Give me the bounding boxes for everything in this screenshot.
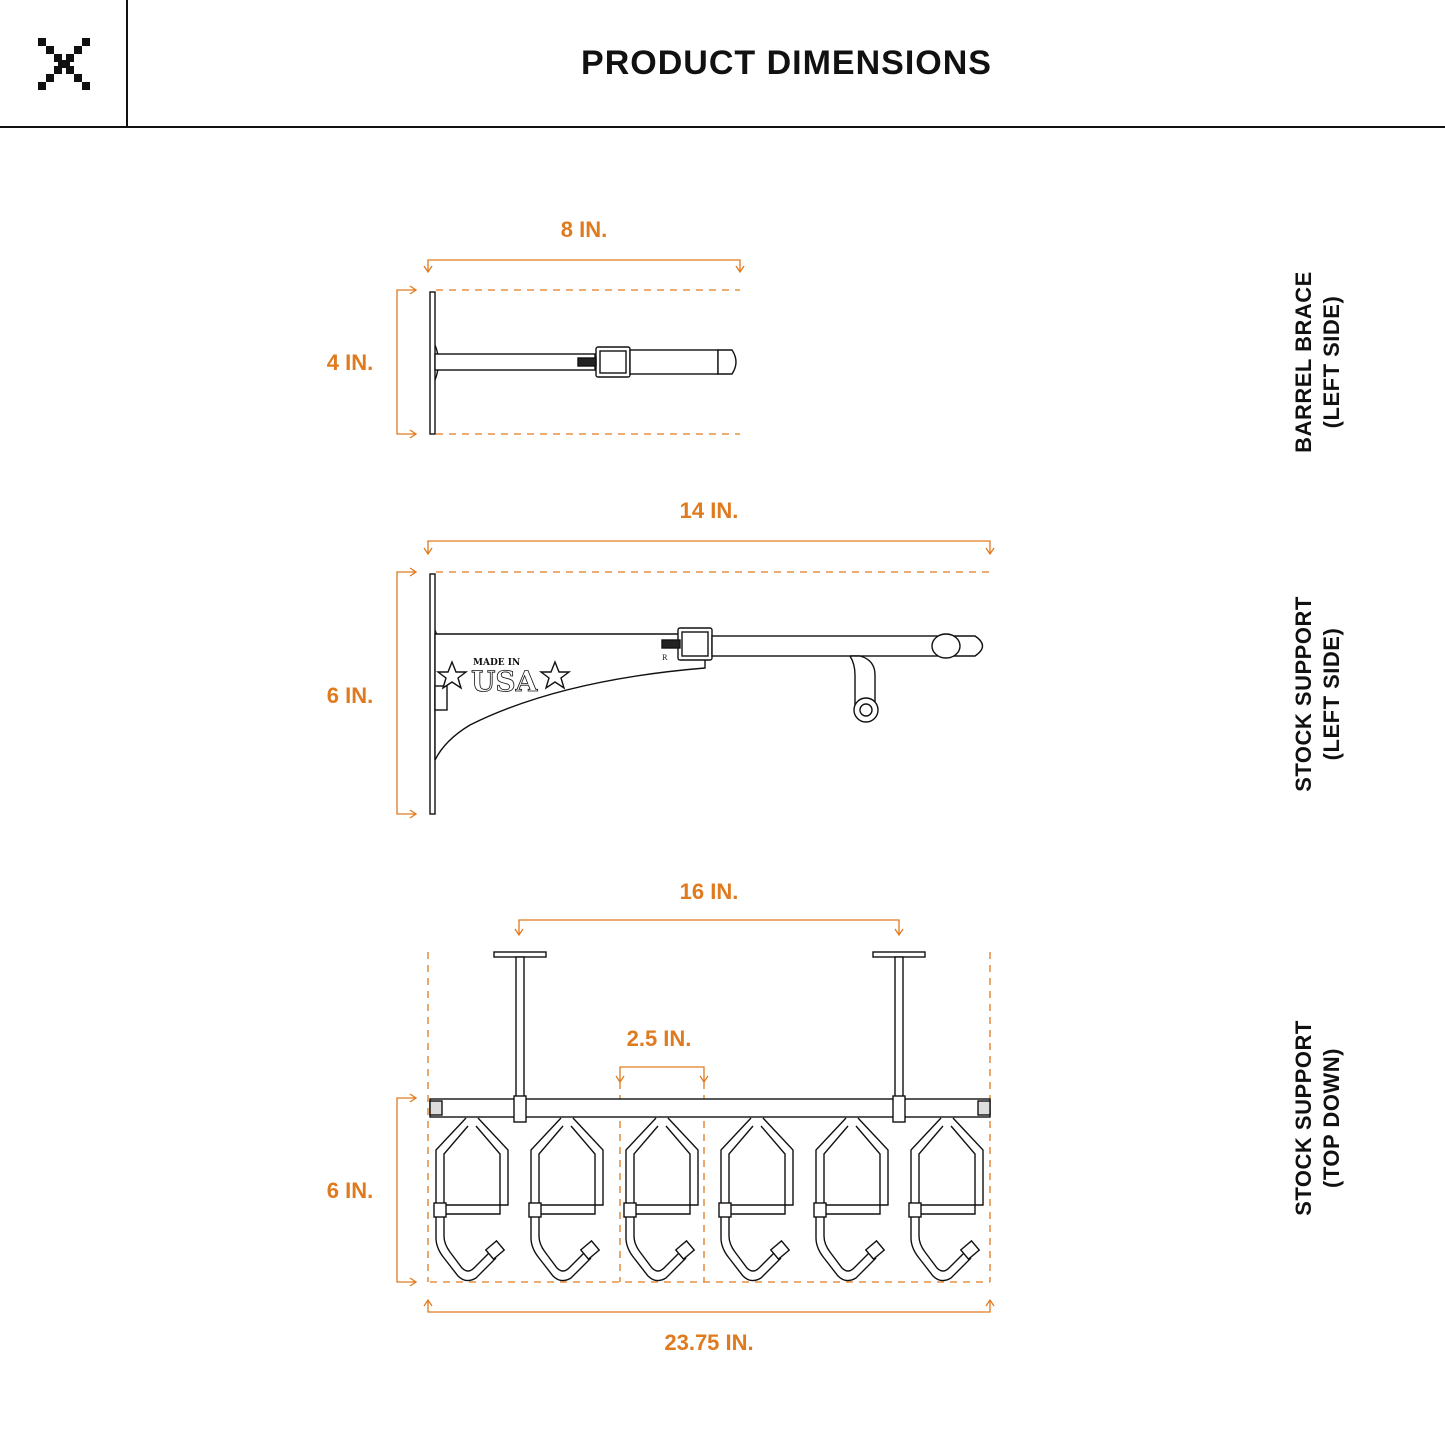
view-label-stock-side-line2: (LEFT SIDE) <box>1319 627 1344 761</box>
dim-stock-top-height: 6 IN. <box>327 1178 373 1203</box>
hook-outer-3 <box>625 1117 699 1282</box>
hook-inner-4 <box>725 1125 786 1272</box>
hook-inner-3 <box>630 1125 691 1272</box>
hook-tip-1 <box>484 1239 506 1261</box>
stock-top-drawing <box>429 951 991 1123</box>
header: PRODUCT DIMENSIONS <box>0 0 1445 128</box>
hook-outer-4 <box>720 1117 794 1282</box>
hook-inner-1 <box>440 1125 501 1272</box>
dim-barrel-width: 8 IN. <box>561 217 607 242</box>
made-in-usa-emblem: MADE IN USA R <box>471 654 668 698</box>
hook-cap-6 <box>908 1202 922 1218</box>
hook-tip-6 <box>959 1239 981 1261</box>
emblem-made-in: MADE IN <box>473 658 520 668</box>
hook-outer-2 <box>530 1117 604 1282</box>
page-title: PRODUCT DIMENSIONS <box>581 44 992 82</box>
pixel-x-logo-icon <box>38 38 90 90</box>
view-label-stock-top-line2: (TOP DOWN) <box>1319 1048 1344 1188</box>
view-label-stock-side: STOCK SUPPORT (LEFT SIDE) <box>1290 564 1346 824</box>
emblem-stamp: R <box>662 654 668 662</box>
dim-stock-top-mount-span: 16 IN. <box>680 879 739 904</box>
hook-cap-1 <box>433 1202 447 1218</box>
hook-cap-2 <box>528 1202 542 1218</box>
view-label-stock-top-line1: STOCK SUPPORT <box>1291 1020 1316 1216</box>
stock-top-hooks <box>433 1117 984 1282</box>
view-label-stock-top: STOCK SUPPORT (TOP DOWN) <box>1290 988 1346 1248</box>
logo-box <box>0 0 128 127</box>
stock-top-dimension-lines <box>396 919 995 1313</box>
view-label-stock-side-line1: STOCK SUPPORT <box>1291 596 1316 792</box>
hook-tip-4 <box>769 1239 791 1261</box>
hook-outer-5 <box>815 1117 889 1282</box>
hook-inner-5 <box>820 1125 881 1272</box>
hook-cap-3 <box>623 1202 637 1218</box>
hook-inner-6 <box>915 1125 976 1272</box>
stock-side-dimension-lines <box>396 540 995 819</box>
barrel-brace-dimension-lines <box>396 259 745 439</box>
emblem-usa: USA <box>471 665 539 698</box>
hook-outer-6 <box>910 1117 984 1282</box>
dim-stock-side-width: 14 IN. <box>680 498 739 523</box>
hook-inner-2 <box>535 1125 596 1272</box>
hook-tip-3 <box>674 1239 696 1261</box>
stock-side-drawing <box>429 573 984 815</box>
view-label-barrel-brace-line1: BARREL BRACE <box>1291 271 1316 453</box>
view-label-barrel-brace: BARREL BRACE (LEFT SIDE) <box>1290 232 1346 492</box>
view-label-barrel-brace-line2: (LEFT SIDE) <box>1319 295 1344 429</box>
barrel-brace-drawing <box>429 291 737 435</box>
dim-stock-top-width: 23.75 IN. <box>664 1330 753 1355</box>
hook-tip-5 <box>864 1239 886 1261</box>
dim-stock-top-slot: 2.5 IN. <box>627 1026 692 1051</box>
hook-tip-2 <box>579 1239 601 1261</box>
hook-cap-4 <box>718 1202 732 1218</box>
hook-outer-1 <box>435 1117 509 1282</box>
dimension-labels: 8 IN. 4 IN. 14 IN. 6 IN. 16 IN. 2.5 IN. … <box>327 217 754 1355</box>
hook-cap-5 <box>813 1202 827 1218</box>
dim-stock-side-height: 6 IN. <box>327 683 373 708</box>
dim-barrel-height: 4 IN. <box>327 350 373 375</box>
